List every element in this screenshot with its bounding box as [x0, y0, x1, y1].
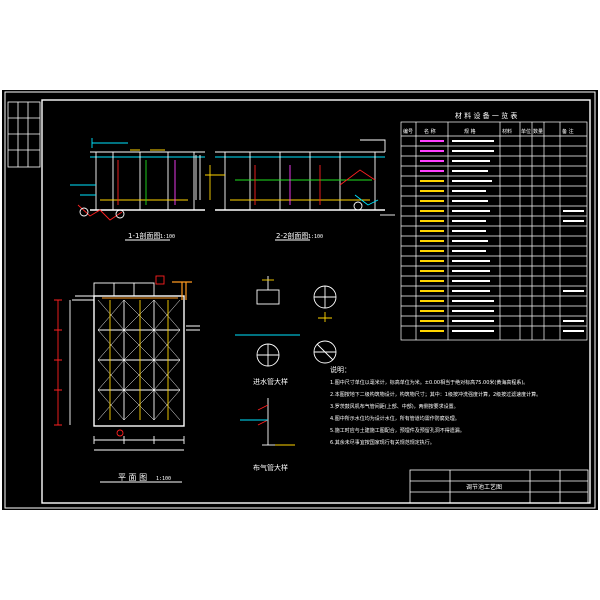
notes-block: 说明： 1.图中尺寸单位以毫米计，标高单位为米。±0.00相当于绝对标高75.0…: [330, 365, 541, 446]
notes-title: 说明：: [330, 365, 351, 374]
section-1-scale: 1:100: [160, 234, 175, 240]
note-line-2: 2.本图按地下二级构筑物设计，构筑物尺寸；其中：1级按冲洗强度计算，2级按过滤速…: [330, 391, 541, 398]
title-block-name: 调节池工艺图: [466, 483, 502, 491]
table-title: 材 料 设 备 一 览 表: [455, 111, 517, 120]
plan-title: 平 面 图: [118, 473, 147, 482]
table-header-remarks: 备 注: [562, 128, 574, 135]
table-header-material: 材料: [502, 128, 512, 135]
section-2-2-drawing: [205, 139, 395, 216]
materials-table-cell-marks: [420, 140, 584, 332]
outer-frame: [4, 91, 596, 509]
diffuser-anchor-detail: [240, 398, 295, 446]
inner-frame: [41, 99, 591, 504]
materials-table-grid: [400, 121, 588, 341]
table-header-spec: 规 格: [464, 128, 476, 135]
table-header-no: 编号: [403, 128, 413, 135]
air-diffuser-detail: [313, 285, 337, 364]
inlet-pipe-detail: [235, 276, 300, 367]
detail-b-title: 布气管大样: [253, 463, 288, 472]
note-line-1: 1.图中尺寸单位以毫米计，标高单位为米。±0.00相当于绝对标高75.00米(黄…: [330, 379, 528, 386]
note-line-3: 3.罗茨鼓风机布气管间距(上部、中部)，两侧按要求设置。: [330, 403, 459, 410]
section-1-1-drawing: [70, 138, 205, 221]
note-line-5: 5.施工时应与土建施工图配合，预埋件及预留孔洞不得遗漏。: [330, 427, 465, 434]
title-block: [409, 469, 589, 504]
section-1-title: 1-1剖面图: [128, 231, 160, 240]
plan-scale: 1:100: [156, 476, 171, 482]
plan-view-drawing: [54, 275, 200, 451]
table-header-row: 编号 名 称 规 格 材料 单位 数量 备 注: [403, 128, 574, 135]
table-header-unit: 单位: [521, 128, 531, 135]
table-header-name: 名 称: [424, 128, 436, 135]
note-line-6: 6.其余未尽事宜按国家现行有关规范规定执行。: [330, 439, 435, 446]
detail-a-title: 进水管大样: [253, 377, 288, 386]
section-2-title: 2-2剖面图: [276, 231, 308, 240]
section-2-scale: 1:100: [308, 234, 323, 240]
binding-strip: [7, 101, 41, 168]
table-header-qty: 数量: [533, 128, 543, 135]
note-line-4: 4.图中所示水位均为设计水位，所有管道均需作防腐处理。: [330, 415, 460, 422]
